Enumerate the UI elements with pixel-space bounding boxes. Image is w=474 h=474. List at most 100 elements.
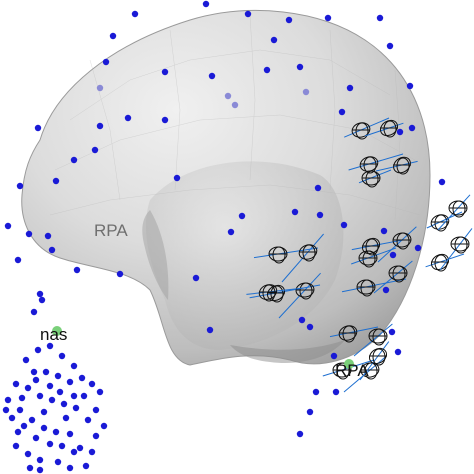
sensor-dot — [224, 92, 232, 100]
coil-ring-inner — [372, 348, 386, 366]
sensor-dot — [16, 182, 24, 190]
coil-ring-inner — [392, 265, 406, 283]
sensor-dot — [70, 156, 78, 164]
meg-coil — [439, 228, 473, 271]
sensor-dot — [330, 352, 338, 360]
face-digitization-dot — [4, 396, 12, 404]
sensor-dot — [382, 286, 390, 294]
sensor-dot — [332, 388, 340, 396]
coil-axis — [329, 326, 379, 338]
meg-coil — [373, 260, 413, 294]
coil-ring-inner — [383, 120, 397, 138]
sensor-dot — [208, 72, 216, 80]
sensor-dot — [408, 124, 416, 132]
sensor-dot — [316, 211, 324, 219]
sensor-dot — [298, 316, 306, 324]
face-digitization-dot — [30, 368, 38, 376]
sensor-dot — [34, 124, 42, 132]
sensor-dot — [306, 323, 314, 331]
face-digitization-dot — [46, 440, 54, 448]
face-digitization-dot — [76, 444, 84, 452]
coil-axis — [351, 247, 397, 265]
face-digitization-dot — [12, 380, 20, 388]
face-digitization-dot — [26, 464, 34, 472]
face-digitization-dot — [24, 450, 32, 458]
face-digitization-dot — [56, 388, 64, 396]
face-digitization-dot — [92, 432, 100, 440]
sensor-dot — [4, 222, 12, 230]
sensor-dot — [231, 101, 239, 109]
mesh-texture — [49, 14, 421, 221]
coil-ring-inner — [363, 156, 377, 174]
coil-ring-inner — [434, 254, 448, 272]
coil-ring — [258, 284, 278, 300]
neck-shadow — [230, 340, 345, 364]
sensor-dot — [406, 82, 414, 90]
face-digitization-dot — [22, 356, 30, 364]
meg-coil — [344, 117, 390, 140]
coil-ring-inner — [342, 325, 356, 343]
face-digitization-dot — [36, 466, 44, 474]
meg-coil — [329, 325, 379, 343]
coil-ring-inner — [336, 362, 350, 380]
rpa-front-label: RPA — [94, 221, 128, 240]
face-digitization-dot — [66, 464, 74, 472]
meg-coil — [253, 246, 319, 264]
face-digitization-dot — [14, 428, 22, 436]
sensor-dot — [386, 42, 394, 50]
face-digitization-dot — [18, 394, 26, 402]
face-digitization-dot — [60, 400, 68, 408]
sensor-dot — [338, 108, 346, 116]
face-digitization-dot — [52, 428, 60, 436]
face-digitization-dot — [48, 396, 56, 404]
coil-axis — [253, 247, 319, 259]
sensor-dot — [202, 0, 210, 8]
sensor-dot — [394, 348, 402, 356]
sensor-dot — [52, 177, 60, 185]
coil-ring — [393, 156, 411, 174]
coil-ring-inner — [365, 170, 379, 188]
coil-ring-inner — [272, 246, 286, 264]
sensor-dot — [25, 230, 33, 238]
coil-ring-inner — [454, 236, 468, 254]
meg-coil — [364, 119, 404, 138]
sensor-dot — [388, 328, 396, 336]
sensor-dot — [296, 63, 304, 71]
meg-coil — [437, 194, 471, 231]
meg-coil — [359, 341, 390, 381]
coil-ring-inner — [365, 238, 379, 256]
face-digitization-dot — [82, 462, 90, 470]
sensor-dot — [96, 122, 104, 130]
face-digitization-dot — [32, 376, 40, 384]
face-digitization-dot — [40, 408, 48, 416]
face-digitization-dot — [16, 406, 24, 414]
face-digitization-dot — [96, 388, 104, 396]
meg-coil — [377, 226, 417, 263]
sensor-dot — [438, 178, 446, 186]
coil-ring-inner — [396, 232, 410, 250]
meg-coil — [341, 278, 407, 297]
face-digitization-dot — [78, 374, 86, 382]
face-digitization-dot — [36, 392, 44, 400]
coil-ring-inner — [360, 279, 374, 297]
sensor-dot — [314, 184, 322, 192]
sensor-dot — [238, 212, 246, 220]
sensor-dot — [296, 430, 304, 438]
coil-ring — [431, 253, 449, 271]
sensor-dot — [263, 66, 271, 74]
face-digitization-dot — [66, 430, 74, 438]
sensor-coils — [246, 117, 473, 393]
coil-ring — [362, 237, 380, 255]
sensor-dot — [306, 408, 314, 416]
face-digitization-dot — [32, 434, 40, 442]
meg-coil — [351, 237, 404, 256]
face-digitization-dot — [20, 422, 28, 430]
sensor-dot — [396, 128, 404, 136]
coil-ring — [369, 347, 387, 365]
face-digitization-dot — [54, 372, 62, 380]
sensor-dot — [116, 270, 124, 278]
face-digitization-dot — [88, 380, 96, 388]
face-digitization-dot — [46, 382, 54, 390]
face-digitization-dot — [36, 456, 44, 464]
